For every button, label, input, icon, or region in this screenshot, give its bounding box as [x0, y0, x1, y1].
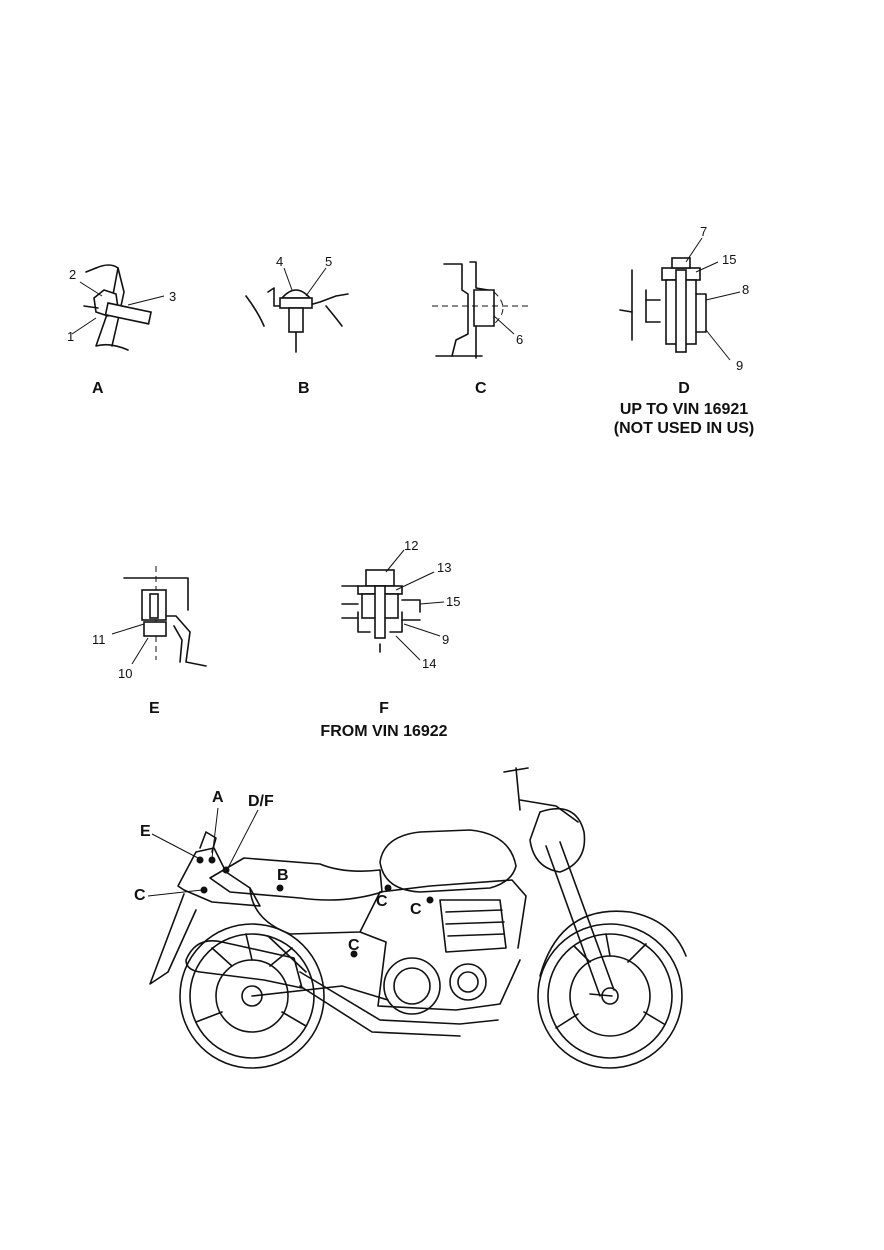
grommet-e	[143, 621, 167, 637]
detail-f: 12 13 15 9 14 F FROM VIN 16922	[320, 538, 460, 740]
bolt-part	[104, 302, 152, 325]
marker-b	[276, 884, 284, 892]
callout-13: 13	[437, 560, 451, 575]
caption-b: B	[298, 380, 310, 397]
detail-d: 7 15 8 9 D UP TO VIN 16921 (NOT USED IN …	[614, 224, 754, 437]
callout-11: 11	[92, 632, 106, 647]
front-mudguard	[539, 910, 687, 977]
callout-15-f: 15	[446, 594, 460, 609]
callout-8: 8	[742, 282, 749, 297]
caption-f-note-1: FROM VIN 16922	[320, 723, 447, 740]
bike-label-e: E	[140, 823, 151, 840]
caption-d-note-2: (NOT USED IN US)	[614, 420, 754, 437]
callout-9: 9	[736, 358, 743, 373]
callout-10: 10	[118, 666, 132, 681]
rubber-mount	[473, 289, 495, 327]
fuel-tank	[379, 829, 517, 893]
bolt-cap	[671, 257, 691, 269]
bike-label-df: D/F	[248, 793, 274, 810]
detail-c: 6 C	[432, 261, 528, 397]
caption-f: F	[379, 700, 389, 717]
marker-a	[208, 856, 216, 864]
callout-1: 1	[67, 329, 74, 344]
marker-c-low	[350, 950, 358, 958]
detail-b: 4 5 B	[245, 254, 349, 397]
pin-core	[149, 593, 159, 619]
caption-d: D	[678, 380, 690, 397]
callout-3: 3	[169, 289, 176, 304]
bike-label-a: A	[212, 789, 224, 806]
bike-label-c-mid-1: C	[376, 893, 388, 910]
front-wheel	[537, 923, 683, 1069]
bolt-shank	[675, 269, 687, 353]
bike-label-b: B	[277, 867, 289, 884]
grommet	[288, 307, 304, 333]
bike-label-c-low: C	[348, 937, 360, 954]
rear-bodywork	[177, 847, 261, 907]
flange-bolt-f	[365, 569, 395, 587]
rear-wheel	[179, 923, 325, 1069]
callout-14: 14	[422, 656, 436, 671]
caption-d-note-1: UP TO VIN 16921	[620, 401, 748, 418]
callout-2: 2	[69, 267, 76, 282]
bike-label-c-rear: C	[134, 887, 146, 904]
marker-c-mid-1	[384, 884, 392, 892]
detail-a: 1 2 3 A	[67, 264, 176, 397]
marker-df	[222, 866, 230, 874]
motorcycle-illustration: A D/F E C B C C C	[134, 767, 687, 1069]
caption-e: E	[149, 700, 160, 717]
cylinder-block	[439, 899, 507, 953]
callout-9-f: 9	[442, 632, 449, 647]
marker-e	[196, 856, 204, 864]
bike-label-c-mid-2: C	[410, 901, 422, 918]
marker-c-rear	[200, 886, 208, 894]
caption-a: A	[92, 380, 104, 397]
callout-7: 7	[700, 224, 707, 239]
callout-4: 4	[276, 254, 283, 269]
engine-cover	[383, 957, 441, 1015]
detail-e: 11 10 E	[92, 566, 207, 717]
dome-nut	[280, 289, 312, 299]
caption-c: C	[475, 380, 487, 397]
headlight	[529, 807, 586, 873]
callout-15: 15	[722, 252, 736, 267]
callout-12: 12	[404, 538, 418, 553]
callout-5: 5	[325, 254, 332, 269]
callout-6: 6	[516, 332, 523, 347]
marker-c-mid-2	[426, 896, 434, 904]
bolt-shank-f	[374, 585, 386, 639]
washer	[279, 297, 313, 309]
